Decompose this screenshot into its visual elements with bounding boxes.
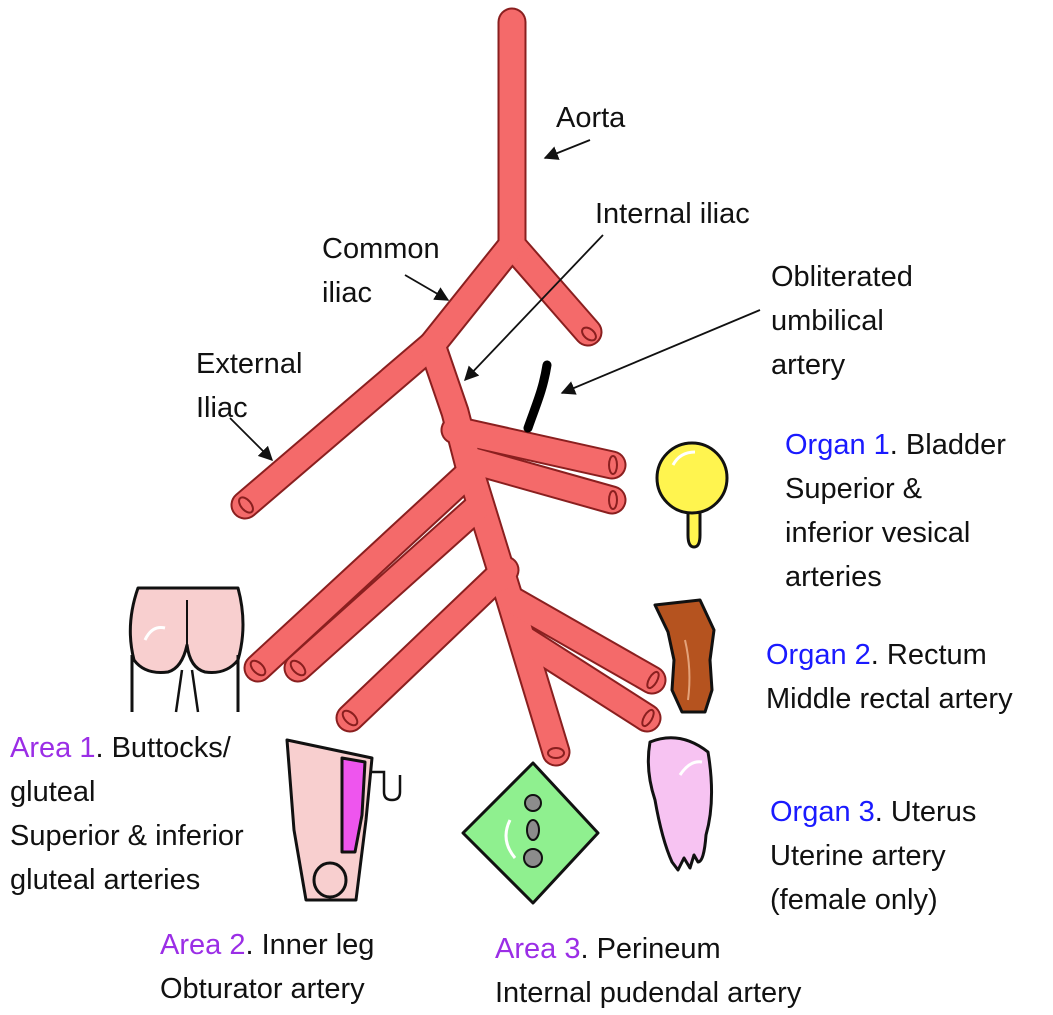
organ-3-label: Organ 3. Uterus Uterine artery (female o… xyxy=(770,790,976,922)
bladder-icon xyxy=(657,443,727,547)
obliterated-umbilical-vessel xyxy=(528,365,547,428)
external-iliac-label: External Iliac xyxy=(196,342,302,430)
organ-2-tag: Organ 2 xyxy=(766,639,871,671)
organ-1-line-1: Superior & xyxy=(785,467,1006,511)
perineum-icon xyxy=(463,763,598,903)
organ-3-tag: Organ 3 xyxy=(770,796,875,828)
external-iliac-line-2: Iliac xyxy=(196,386,302,430)
aorta-arrow xyxy=(545,140,590,158)
area-2-label: Area 2. Inner leg Obturator artery xyxy=(160,923,374,1011)
area-3-line-1: Internal pudendal artery xyxy=(495,971,801,1015)
area-1-line-3: gluteal arteries xyxy=(10,858,244,902)
buttocks-icon xyxy=(130,588,243,712)
common-iliac-label: Common iliac xyxy=(322,227,440,315)
organ-3-name: . Uterus xyxy=(875,796,977,828)
umbilical-line-1: Obliterated xyxy=(771,255,913,299)
internal-iliac-label: Internal iliac xyxy=(595,192,750,236)
area-2-name: . Inner leg xyxy=(245,929,374,961)
common-iliac-line-1: Common xyxy=(322,227,440,271)
area-3-name: . Perineum xyxy=(580,933,720,965)
common-iliac-line-2: iliac xyxy=(322,271,440,315)
organ-1-name: . Bladder xyxy=(890,429,1006,461)
organ-1-tag: Organ 1 xyxy=(785,429,890,461)
area-1-label: Area 1. Buttocks/ gluteal Superior & inf… xyxy=(10,726,244,902)
area-1-name: . Buttocks/ xyxy=(95,732,230,764)
organ-1-line-2: inferior vesical xyxy=(785,511,1006,555)
uterus-icon xyxy=(648,738,711,870)
organ-3-line-2: (female only) xyxy=(770,878,976,922)
organ-2-line-1: Middle rectal artery xyxy=(766,677,1013,721)
organ-3-line-1: Uterine artery xyxy=(770,834,976,878)
external-iliac-line-1: External xyxy=(196,342,302,386)
aorta-label-text: Aorta xyxy=(556,96,625,140)
area-2-tag: Area 2 xyxy=(160,929,245,961)
area-1-line-2: Superior & inferior xyxy=(10,814,244,858)
area-1-line-1: gluteal xyxy=(10,770,244,814)
internal-iliac-label-text: Internal iliac xyxy=(595,192,750,236)
area-1-tag: Area 1 xyxy=(10,732,95,764)
umbilical-line-2: umbilical xyxy=(771,299,913,343)
area-3-label: Area 3. Perineum Internal pudendal arter… xyxy=(495,927,801,1015)
area-3-tag: Area 3 xyxy=(495,933,580,965)
pointer-arrows xyxy=(230,140,760,460)
rectum-icon xyxy=(655,600,714,712)
organ-1-label: Organ 1. Bladder Superior & inferior ves… xyxy=(785,423,1006,599)
organ-1-line-3: arteries xyxy=(785,555,1006,599)
umbilical-line-3: artery xyxy=(771,343,913,387)
area-2-line-1: Obturator artery xyxy=(160,967,374,1011)
aorta-label: Aorta xyxy=(556,96,625,140)
organ-2-name: . Rectum xyxy=(871,639,987,671)
obliterated-umbilical-label: Obliterated umbilical artery xyxy=(771,255,913,387)
organ-2-label: Organ 2. Rectum Middle rectal artery xyxy=(766,633,1013,721)
inner-leg-icon xyxy=(287,740,400,900)
